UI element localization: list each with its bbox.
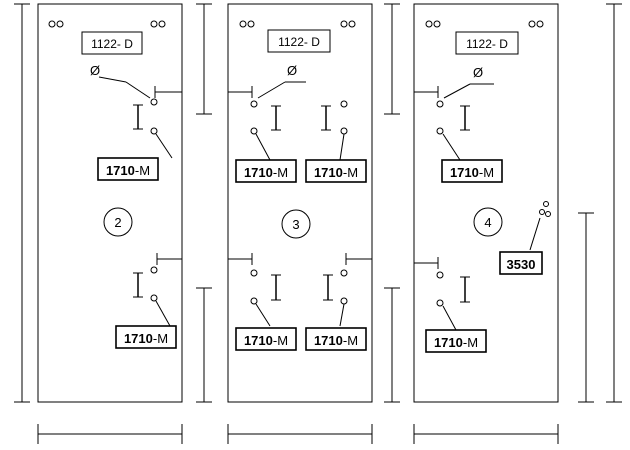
disconnect-switch: Ø bbox=[90, 63, 182, 159]
device-symbol bbox=[529, 201, 551, 251]
panel-number: 4 bbox=[484, 215, 491, 230]
disconnect-switch: Ø bbox=[414, 65, 494, 161]
breaker-label: 1710-M bbox=[314, 333, 358, 348]
dimension-lines bbox=[14, 3, 622, 444]
breaker-label: 1710-M bbox=[450, 165, 494, 180]
breaker-box bbox=[305, 159, 367, 183]
breaker-box bbox=[305, 327, 367, 351]
device-label: 3530 bbox=[507, 257, 536, 272]
panel-number-circle bbox=[281, 209, 311, 239]
device-label-box bbox=[499, 251, 543, 275]
breaker-label: 1710-M bbox=[106, 163, 150, 178]
lower-breaker-symbols bbox=[228, 253, 372, 327]
disconnect-symbol: Ø bbox=[90, 63, 100, 78]
top-holes bbox=[48, 20, 166, 28]
breaker-box bbox=[425, 329, 487, 353]
panel-4: 1122- D Ø 1710-M 4 3530 bbox=[413, 3, 559, 403]
top-holes bbox=[239, 20, 356, 28]
breaker-box bbox=[97, 157, 159, 181]
panel-outline bbox=[227, 3, 373, 403]
header-label-box bbox=[81, 31, 143, 55]
panel-2: 1122- D Ø 1710-M 2 bbox=[37, 3, 183, 403]
top-holes bbox=[425, 20, 544, 28]
header-label-box bbox=[455, 31, 519, 55]
lower-breaker-symbol bbox=[414, 257, 470, 331]
header-label: 1122- D bbox=[466, 37, 508, 51]
disconnect-symbol: Ø bbox=[473, 65, 483, 80]
panel-number: 3 bbox=[292, 217, 299, 232]
panel-outline bbox=[413, 3, 559, 403]
panel-number: 2 bbox=[114, 215, 121, 230]
breaker-label: 1710-M bbox=[434, 335, 478, 350]
breaker-label: 1710-M bbox=[244, 165, 288, 180]
breaker-label: 1710-M bbox=[124, 331, 168, 346]
lower-breaker-symbol bbox=[133, 253, 182, 327]
breaker-box bbox=[235, 327, 297, 351]
header-label: 1122- D bbox=[91, 37, 133, 51]
panel-number-circle bbox=[473, 207, 503, 237]
breaker-label: 1710-M bbox=[314, 165, 358, 180]
panel-outline bbox=[37, 3, 183, 403]
panel-3: 1122- D Ø 1710-M 1710-M 3 bbox=[227, 3, 373, 403]
breaker-box bbox=[115, 325, 177, 349]
panel-number-circle bbox=[103, 207, 133, 237]
breaker-box bbox=[235, 159, 297, 183]
header-label: 1122- D bbox=[278, 35, 320, 49]
breaker-box bbox=[441, 159, 503, 183]
disconnect-switch: Ø bbox=[228, 63, 348, 161]
header-label-box bbox=[267, 29, 331, 53]
disconnect-symbol: Ø bbox=[287, 63, 297, 78]
breaker-label: 1710-M bbox=[244, 333, 288, 348]
